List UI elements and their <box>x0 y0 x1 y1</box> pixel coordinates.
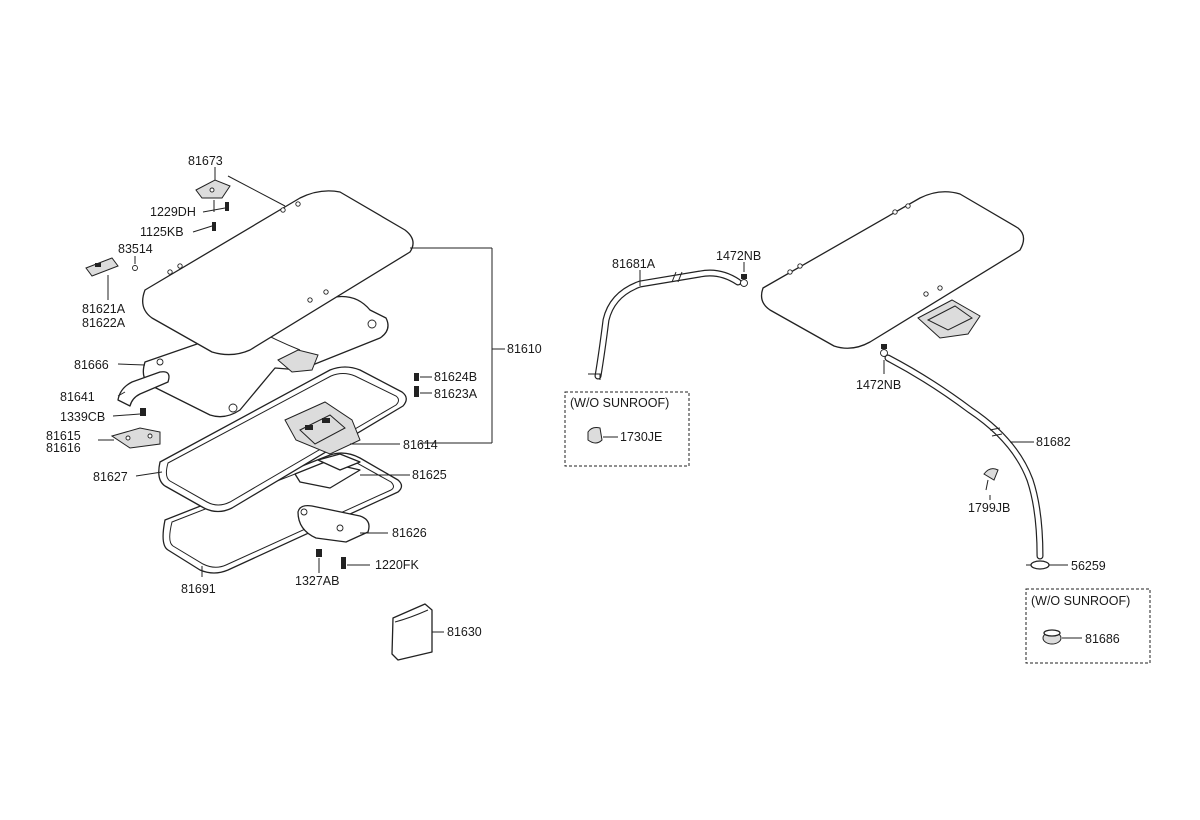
label-81630: 81630 <box>447 625 482 639</box>
sleeve-81630 <box>391 603 433 661</box>
grommet-56259 <box>1026 560 1050 570</box>
clip-1799JB <box>983 468 999 491</box>
clamp-1472NB-top <box>740 274 748 287</box>
hose-81682 <box>884 354 1044 560</box>
latch-81621A <box>85 257 138 277</box>
wo-sunroof-title-right: (W/O SUNROOF) <box>1031 594 1130 608</box>
label-81610: 81610 <box>507 342 542 356</box>
wo-sunroof-title-left: (W/O SUNROOF) <box>570 396 669 410</box>
hose-81681A <box>588 269 742 380</box>
label-1339CB: 1339CB <box>60 410 105 424</box>
label-81691: 81691 <box>181 582 216 596</box>
leader-lines-left <box>98 167 505 633</box>
label-81626: 81626 <box>392 526 427 540</box>
label-1125KB: 1125KB <box>140 225 184 239</box>
bolts-1327AB <box>316 549 346 569</box>
label-81681A: 81681A <box>612 257 656 271</box>
label-81682: 81682 <box>1036 435 1071 449</box>
label-1472NB-bottom: 1472NB <box>856 378 901 392</box>
label-81616: 81616 <box>46 441 81 455</box>
label-81621A: 81621A <box>82 302 126 316</box>
mechanism-81614 <box>284 401 361 455</box>
label-1799JB: 1799JB <box>968 501 1010 515</box>
label-81625: 81625 <box>412 468 447 482</box>
labels-right: 81681A 1472NB 1472NB 81682 1799JB 56259 <box>612 249 1106 573</box>
label-1220FK: 1220FK <box>375 558 419 572</box>
label-81673: 81673 <box>188 154 223 168</box>
frame-81627 <box>158 366 407 513</box>
label-81622A: 81622A <box>82 316 126 330</box>
wo-sunroof-box-right: (W/O SUNROOF) 81686 <box>1025 588 1151 664</box>
label-1229DH: 1229DH <box>150 205 196 219</box>
label-1327AB: 1327AB <box>295 574 339 588</box>
panel-81666 <box>142 295 389 418</box>
bolts-81624B <box>414 373 419 397</box>
cover-81626 <box>297 504 370 543</box>
roof-mechanism <box>917 299 981 339</box>
label-81615: 81615 <box>46 429 81 443</box>
label-81666: 81666 <box>74 358 109 372</box>
bracket-81625 <box>294 453 361 489</box>
clamp-1472NB-bottom <box>880 344 888 357</box>
handle-81641 <box>117 371 170 416</box>
label-56259: 56259 <box>1071 559 1106 573</box>
label-83514: 83514 <box>118 242 153 256</box>
panel-81610 <box>142 190 414 356</box>
bracket-81673 <box>195 179 231 231</box>
label-81686: 81686 <box>1085 632 1120 646</box>
leader-lines-right <box>639 262 1068 566</box>
label-1730JE: 1730JE <box>620 430 662 444</box>
label-81614: 81614 <box>403 438 438 452</box>
label-81624B: 81624B <box>434 370 477 384</box>
labels-left: 81673 1229DH 1125KB 83514 81621A 81622A … <box>46 154 542 639</box>
roof-panel <box>760 191 1025 349</box>
label-1472NB-top: 1472NB <box>716 249 761 263</box>
wo-sunroof-box-left: (W/O SUNROOF) 1730JE <box>564 391 690 467</box>
label-81623A: 81623A <box>434 387 478 401</box>
label-81627: 81627 <box>93 470 128 484</box>
bracket-81615 <box>110 427 161 449</box>
label-81641: 81641 <box>60 390 95 404</box>
